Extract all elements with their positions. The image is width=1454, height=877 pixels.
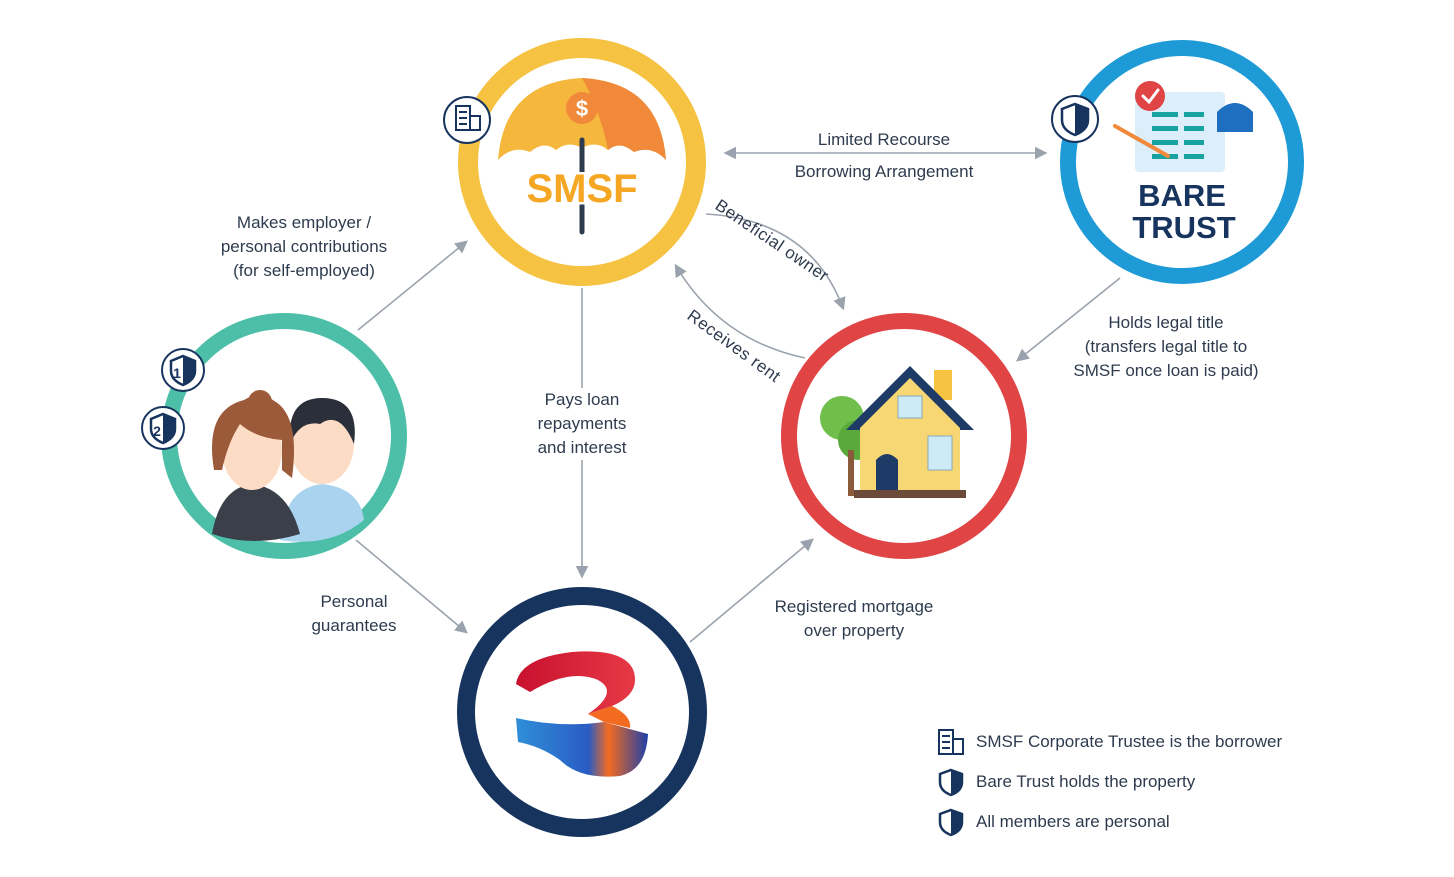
legend-item: All members are personal (934, 802, 1334, 842)
svg-text:$: $ (576, 96, 588, 121)
umbrella-icon: $ (498, 78, 666, 235)
smsf-node: $ SMSF (443, 38, 706, 286)
bare-trust-title-line2: TRUST (1132, 210, 1235, 245)
arrow-beneficial-owner (705, 213, 846, 311)
label-beneficial-owner: Beneficial owner (712, 196, 833, 286)
label-pays-loan: Pays loan repayments and interest (507, 388, 657, 460)
member-badge-2: 2 (153, 423, 161, 439)
label-legal-title: Holds legal title (transfers legal title… (1073, 313, 1259, 380)
label-guarantees: Personal guarantees (311, 592, 397, 635)
house-icon (820, 366, 974, 498)
label-lrba-line1: Limited Recourse (817, 130, 951, 149)
label-lrba: Limited Recourse Borrowing Arrangement (760, 128, 1008, 184)
arrow-legal-title (1016, 277, 1121, 362)
legend-text: All members are personal (976, 812, 1170, 831)
member-badge-1: 1 (173, 365, 181, 381)
building-icon (443, 96, 491, 144)
shield-icon (934, 807, 968, 837)
label-mortgage: Registered mortgage over property (774, 597, 934, 640)
property-node (781, 313, 1027, 559)
arrow-guarantees (355, 539, 468, 634)
arrow-receives-rent (674, 263, 806, 359)
legend-text: SMSF Corporate Trustee is the borrower (976, 732, 1283, 751)
arrow-mortgage (689, 538, 814, 643)
smsf-title: SMSF (526, 167, 637, 211)
label-receives-rent: Receives rent (684, 306, 785, 386)
members-icon (212, 390, 364, 542)
legend-item: Bare Trust holds the property (934, 762, 1334, 802)
lender-node (457, 587, 707, 837)
legend-text: Bare Trust holds the property (976, 772, 1196, 791)
building-icon (934, 727, 968, 757)
legend-item: SMSF Corporate Trustee is the borrower (934, 722, 1334, 762)
label-contributions: Makes employer / personal contributions … (220, 213, 388, 280)
members-node: 1 2 (141, 313, 407, 559)
arrow-contributions (357, 240, 468, 331)
shield-icon: 1 (161, 348, 205, 392)
label-lrba-line2: Borrowing Arrangement (794, 162, 974, 181)
shield-icon (1051, 95, 1099, 143)
bare-trust-node: BARE TRUST (1051, 40, 1304, 284)
document-icon (1113, 81, 1253, 172)
shield-icon: 2 (141, 406, 185, 450)
legend: SMSF Corporate Trustee is the borrower B… (934, 722, 1334, 842)
lender-logo-icon (516, 651, 648, 777)
bare-trust-title-line1: BARE (1138, 178, 1226, 213)
shield-icon (934, 767, 968, 797)
